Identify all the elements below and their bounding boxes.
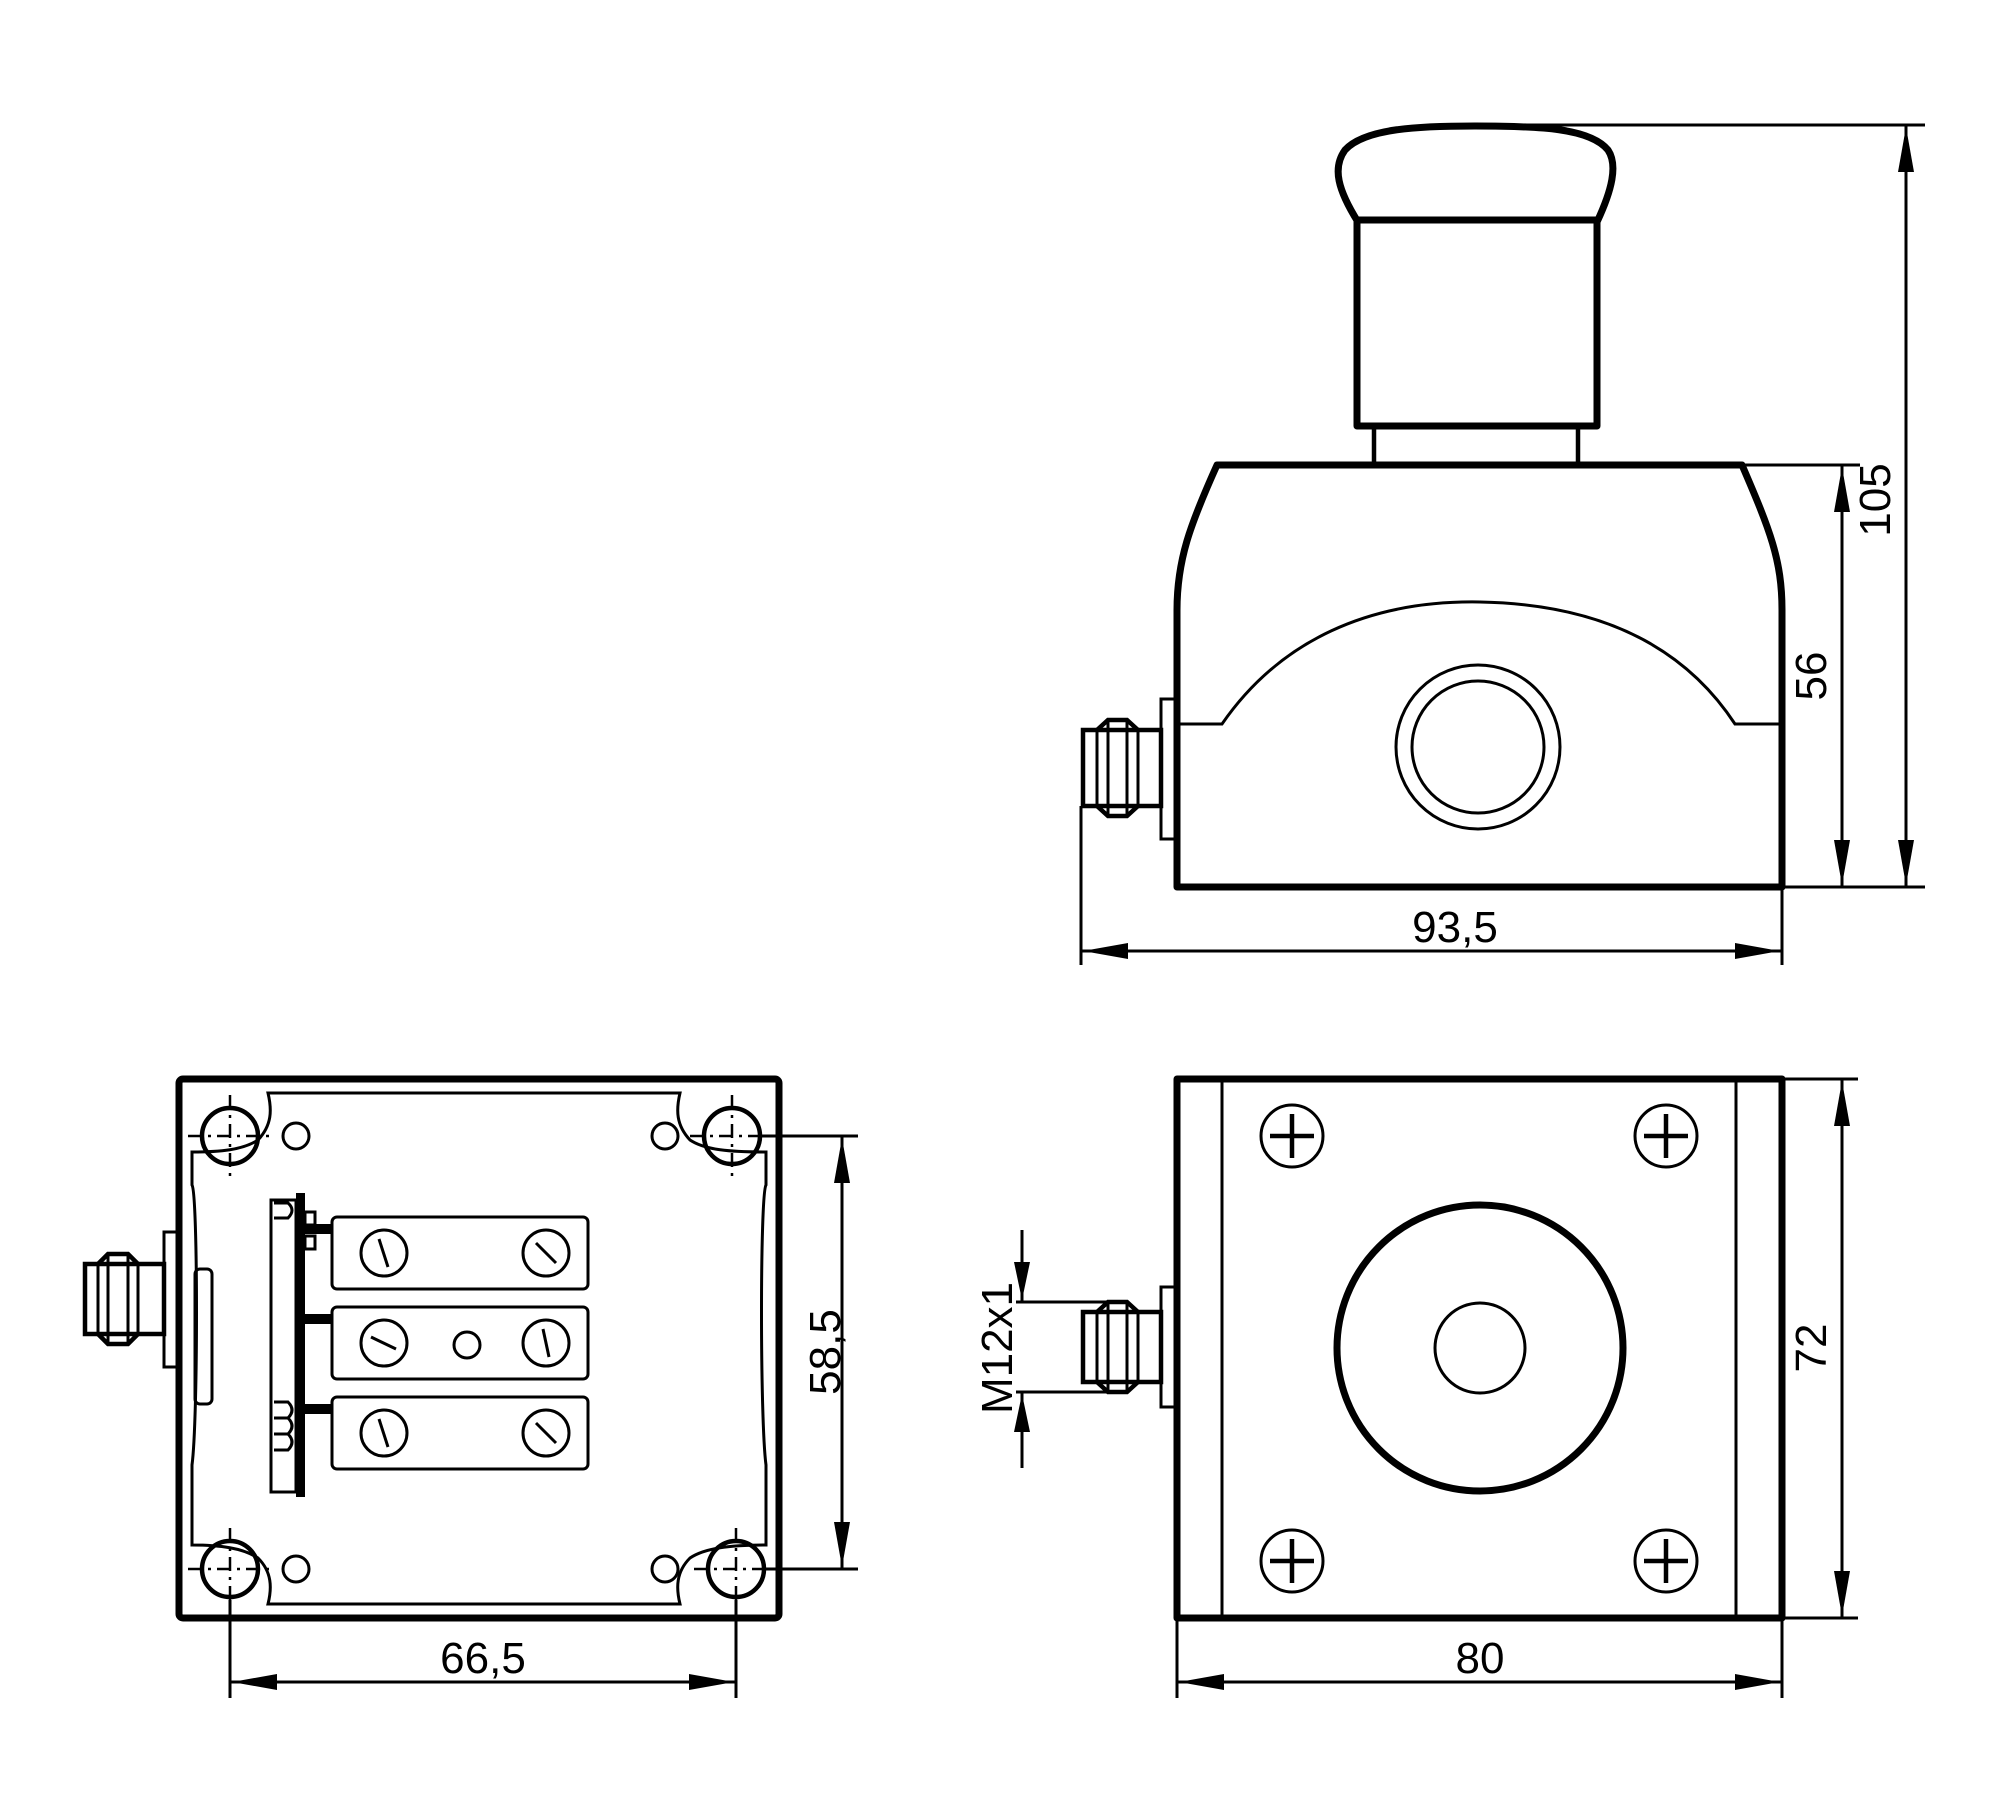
m12-connector-icon [1080, 717, 1164, 819]
mushroom-button-outer-icon [1333, 1201, 1627, 1495]
terminal-row-3 [330, 1395, 590, 1471]
dimension-m12x1: M12x1 [973, 1230, 1120, 1468]
side-view: 105 56 93,5 [1079, 122, 1925, 965]
terminal-screw-icon [359, 1408, 409, 1458]
dim-label-m12x1: M12x1 [973, 1282, 1022, 1414]
mounting-hole-bottom-left-icon [188, 1528, 311, 1612]
dim-label-66-5: 66,5 [440, 1634, 526, 1683]
front-housing-outline [1173, 1075, 1786, 1622]
dimension-56: 56 [1742, 463, 1860, 887]
terminal-screw-icon [521, 1318, 571, 1368]
button-stem [1353, 216, 1601, 430]
dim-label-58-5: 58,5 [801, 1309, 850, 1395]
front-screw-bottom-right-icon [1633, 1528, 1699, 1594]
dimension-80: 80 [1175, 1618, 1784, 1698]
terminal-screw-icon [521, 1408, 571, 1458]
side-housing-body [1173, 461, 1786, 891]
front-view: M12x1 72 80 [973, 1075, 1858, 1698]
front-screw-top-right-icon [1633, 1103, 1699, 1169]
terminal-screw-icon [359, 1318, 409, 1368]
m12-connector-icon [1080, 1299, 1164, 1395]
m12-connector-icon [82, 1251, 167, 1347]
dim-label-56: 56 [1787, 652, 1836, 701]
mounting-hole-top-left-icon [188, 1095, 311, 1180]
terminal-screw-icon [521, 1228, 571, 1278]
dimension-58-5: 58,5 [760, 1134, 858, 1571]
dim-label-93-5: 93,5 [1412, 903, 1498, 952]
dimension-66-5: 66,5 [228, 1600, 738, 1698]
dimension-93-5: 93,5 [1079, 806, 1784, 965]
dimension-72: 72 [1782, 1077, 1858, 1620]
terminal-row-1 [330, 1215, 590, 1291]
dimension-105: 105 [1470, 123, 1925, 889]
terminal-row-2 [330, 1305, 590, 1381]
front-screw-bottom-left-icon [1259, 1528, 1325, 1594]
indicator-lens-outer [1394, 663, 1562, 831]
dim-label-72: 72 [1787, 1324, 1836, 1373]
mounting-hole-bottom-right-icon [650, 1528, 778, 1612]
indicator-lens-inner [1410, 679, 1546, 815]
mushroom-button-head-icon [1334, 122, 1617, 224]
front-screw-top-left-icon [1259, 1103, 1325, 1169]
mushroom-button-center-icon [1433, 1301, 1527, 1395]
led-indicator-icon [452, 1330, 482, 1360]
open-housing-view: 58,5 66,5 [82, 1075, 858, 1698]
terminal-carrier [269, 1193, 331, 1497]
dim-label-105: 105 [1851, 463, 1900, 536]
terminal-screw-icon [359, 1228, 409, 1278]
dim-label-80: 80 [1456, 1634, 1505, 1683]
mounting-hole-top-right-icon [650, 1095, 774, 1180]
